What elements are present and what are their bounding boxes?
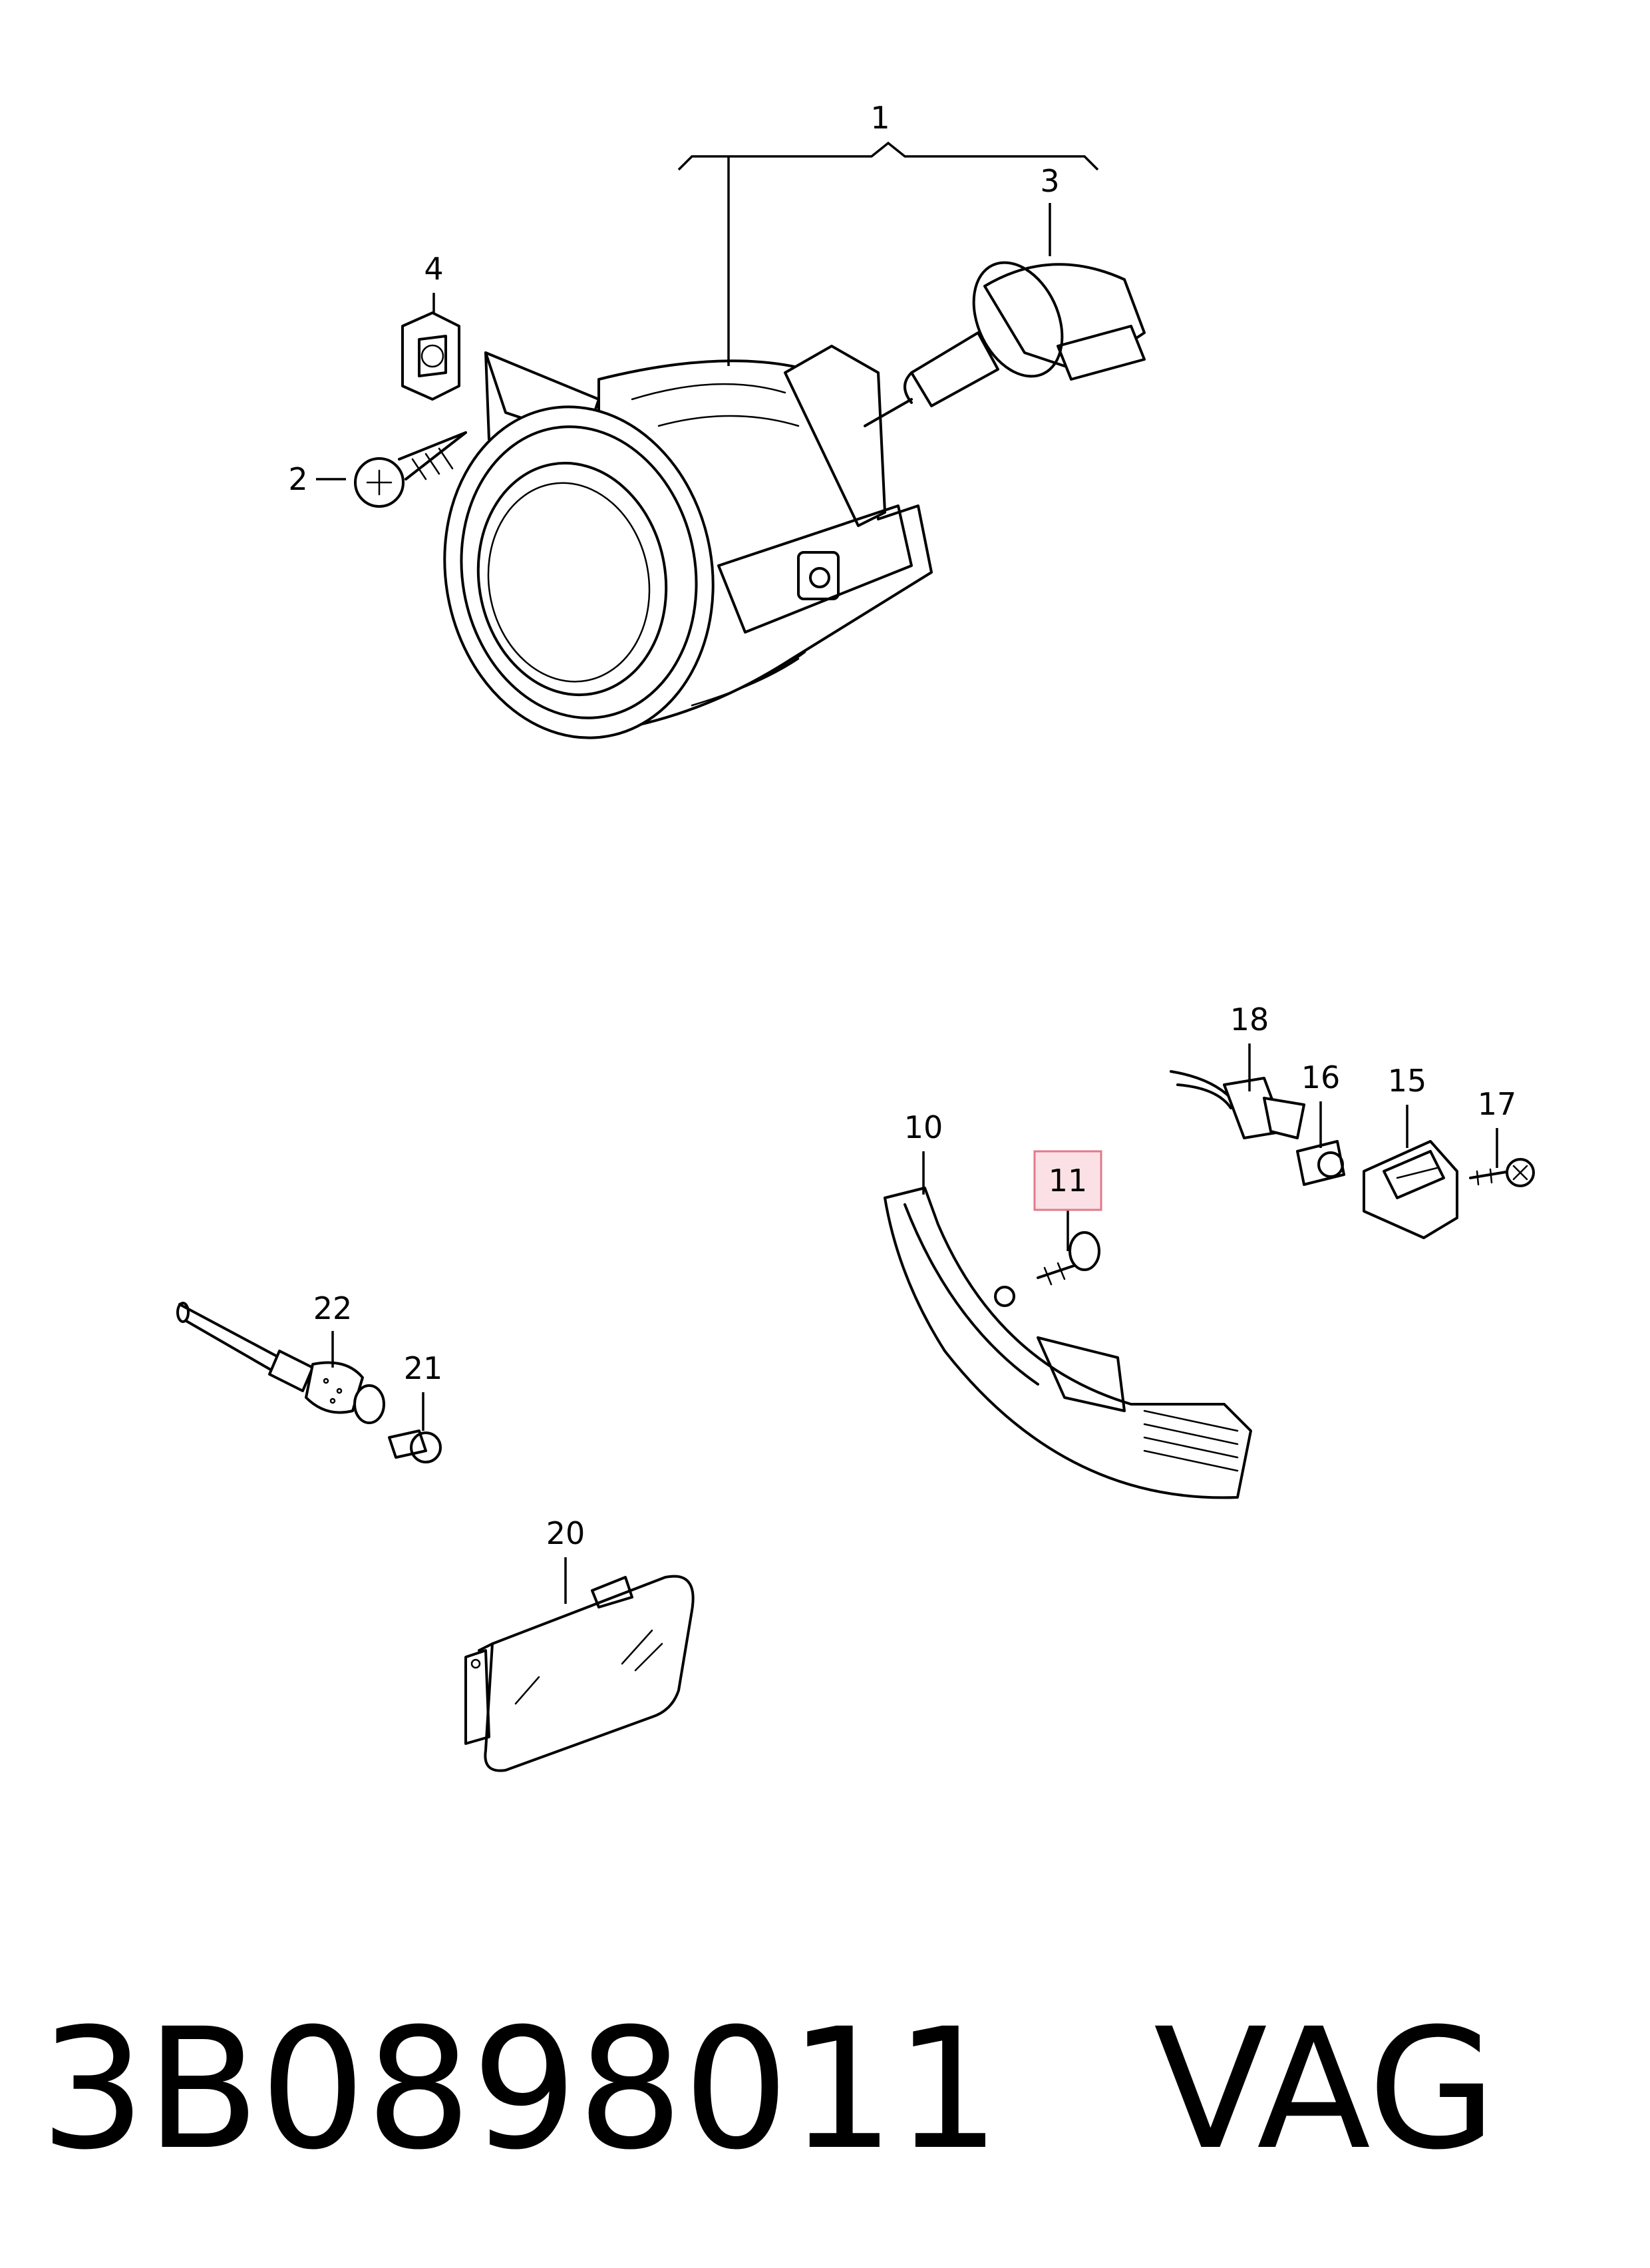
bulb-16-drawing xyxy=(1296,1140,1345,1186)
callout-2[interactable]: 2 xyxy=(288,461,307,497)
connector-18-drawing xyxy=(1170,1070,1305,1139)
callout-10[interactable]: 10 xyxy=(904,1109,943,1145)
bulb-3-drawing xyxy=(864,261,1146,427)
callout-15[interactable]: 15 xyxy=(1388,1063,1427,1099)
callout-11[interactable]: 11 xyxy=(1049,1163,1088,1199)
part-number: 3B0898011 xyxy=(40,1992,1001,2186)
callout-17[interactable]: 17 xyxy=(1478,1086,1517,1122)
holder-15-drawing xyxy=(1363,1140,1458,1239)
screw-11-drawing xyxy=(1037,1231,1100,1286)
side-indicator-20-drawing xyxy=(464,1575,695,1772)
fog-lamp-assembly xyxy=(443,345,933,739)
callout-numbers: 1 3 4 2 10 11 18 16 15 17 22 21 20 xyxy=(288,100,1516,1551)
side-marker-housing-10-drawing xyxy=(884,1187,1252,1499)
clip-nut-4-drawing xyxy=(401,311,460,401)
callout-20[interactable]: 20 xyxy=(546,1515,585,1551)
callout-3[interactable]: 3 xyxy=(1040,163,1059,199)
footer-caption: 3B0898011 VAG xyxy=(40,1990,1496,2189)
callout-18[interactable]: 18 xyxy=(1230,1002,1269,1038)
callout-16[interactable]: 16 xyxy=(1301,1059,1341,1095)
callout-4[interactable]: 4 xyxy=(424,251,443,287)
callout-22[interactable]: 22 xyxy=(313,1290,353,1326)
callout-21[interactable]: 21 xyxy=(404,1350,443,1386)
callout-1[interactable]: 1 xyxy=(870,100,890,136)
leader-lines xyxy=(316,141,1498,1604)
bulb-21-drawing xyxy=(388,1429,442,1463)
screw-2-drawing xyxy=(354,431,467,508)
screw-17-drawing xyxy=(1469,1158,1535,1187)
brand-name: VAG xyxy=(1153,1992,1497,2186)
callout-11-highlight xyxy=(1033,1150,1102,1211)
socket-22-drawing xyxy=(176,1302,385,1424)
